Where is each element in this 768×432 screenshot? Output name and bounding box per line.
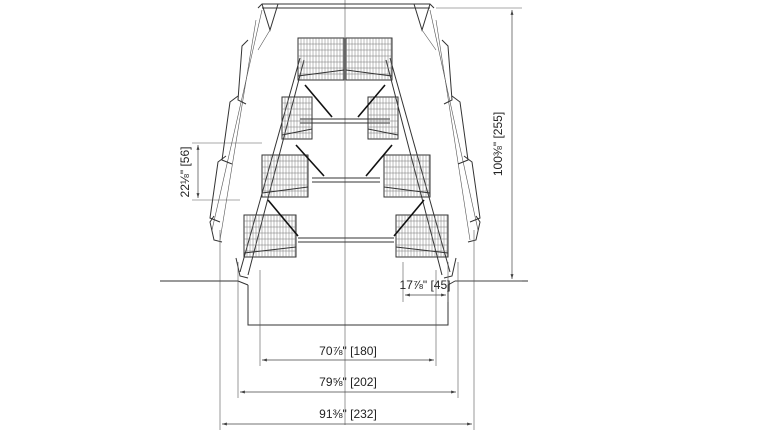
feeder-trough-right bbox=[441, 39, 453, 105]
tier-bars bbox=[298, 118, 394, 243]
dimension-middle-width: 79⅝" [202] bbox=[237, 262, 459, 398]
top-frame bbox=[257, 3, 437, 51]
ground-line bbox=[160, 280, 528, 286]
cage-block-left bbox=[297, 37, 345, 81]
cage-tiers bbox=[243, 37, 449, 258]
tier-spacing-label: 22⅛" [56] bbox=[178, 147, 192, 198]
feeder-trough-right bbox=[463, 155, 481, 223]
feeder-troughs bbox=[209, 39, 481, 243]
dimension-total-height: 100⅜" [255] bbox=[436, 7, 522, 282]
foot-width-label: 17⅞" [45] bbox=[400, 278, 451, 292]
feeder-trough-right bbox=[467, 215, 481, 243]
middle-width-label: 79⅝" [202] bbox=[319, 375, 377, 389]
dimension-inner-width: 70⅞" [180] bbox=[259, 270, 437, 366]
cage-block-left bbox=[261, 154, 309, 198]
cage-block-left bbox=[243, 214, 297, 258]
overall-width-label: 91⅜" [232] bbox=[319, 407, 377, 421]
feeder-trough-left bbox=[209, 155, 227, 223]
manure-pit bbox=[247, 285, 449, 326]
dimension-overall-width: 91⅜" [232] bbox=[219, 230, 475, 430]
cage-block-left bbox=[281, 96, 313, 140]
dimension-tier-spacing: 22⅛" [56] bbox=[178, 142, 262, 201]
inner-width-label: 70⅞" [180] bbox=[319, 344, 377, 358]
diagonal-braces bbox=[267, 84, 425, 237]
total-height-label: 100⅜" [255] bbox=[491, 112, 505, 176]
cage-block-right bbox=[367, 96, 399, 140]
cage-block-right bbox=[383, 154, 431, 198]
feeder-trough-left bbox=[221, 95, 239, 165]
dimension-foot-width: 17⅞" [45] bbox=[400, 262, 451, 302]
support-feet bbox=[235, 257, 457, 279]
feeder-trough-left bbox=[237, 39, 249, 105]
cage-block-right bbox=[345, 37, 393, 81]
feeder-trough-right bbox=[451, 95, 469, 165]
feeder-trough-left bbox=[209, 215, 223, 243]
cage-block-right bbox=[395, 214, 449, 258]
